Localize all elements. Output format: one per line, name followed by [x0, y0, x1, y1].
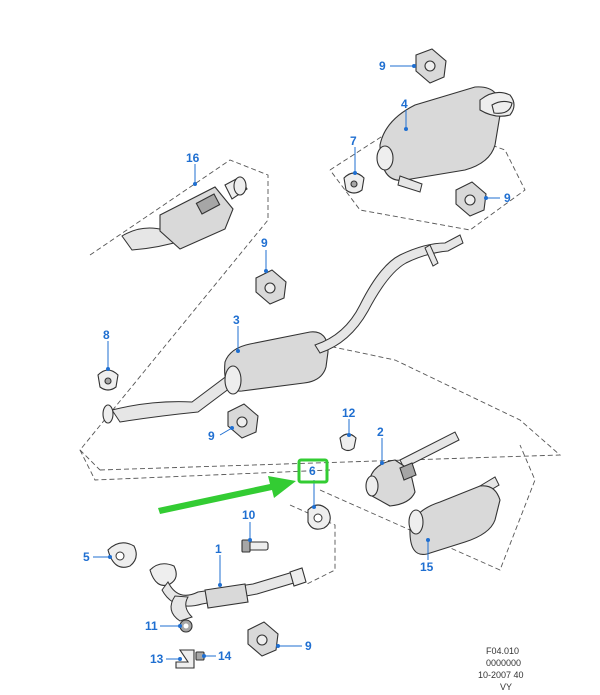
part-11-nut [179, 619, 193, 633]
callout-7: 7 [350, 134, 357, 148]
footer-line-3: 10-2007 40 [478, 670, 524, 680]
part-8-clamp [97, 369, 119, 391]
callout-9-bottom: 9 [305, 639, 312, 653]
callout-9-top: 9 [379, 59, 386, 73]
callout-3: 3 [233, 313, 240, 327]
callout-8: 8 [103, 328, 110, 342]
callout-10: 10 [242, 508, 256, 522]
callout-9-left: 9 [208, 429, 215, 443]
footer-line-1: F04.010 [486, 646, 519, 656]
footer-line-2: 0000000 [486, 658, 521, 668]
callout-6: 6 [309, 464, 316, 478]
part-12-clamp [339, 433, 357, 452]
part-1-downpipe [149, 563, 307, 622]
part-2-front-pipe-converter [365, 431, 460, 507]
part-6-gasket [307, 504, 331, 530]
callout-9-mid: 9 [261, 236, 268, 250]
callout-11: 11 [145, 619, 158, 633]
callout-16: 16 [186, 151, 200, 165]
callout-2: 2 [377, 425, 384, 439]
callout-4: 4 [401, 97, 408, 111]
callout-1: 1 [215, 542, 222, 556]
part-5-gasket [107, 542, 137, 568]
callouts: 16 9 4 7 9 9 3 8 9 1 [83, 59, 511, 666]
callout-14: 14 [218, 649, 232, 663]
callout-5: 5 [83, 550, 90, 564]
callout-15: 15 [420, 560, 434, 574]
part-10-bolt [241, 539, 269, 553]
callout-9-muffler: 9 [504, 191, 511, 205]
part-9-hanger-muffler [455, 181, 487, 217]
part-15-particulate-filter [408, 476, 501, 556]
part-9-hanger-left [227, 403, 259, 439]
part-9-hanger-top [415, 48, 447, 84]
part-13-bracket [175, 649, 195, 669]
part-4-rear-muffler [376, 86, 515, 193]
highlight-marker [158, 458, 329, 514]
part-16-catalytic-converter [121, 176, 248, 251]
part-9-hanger-bottom [247, 621, 279, 657]
arrow-right-icon [158, 476, 296, 514]
part-7-clamp [343, 172, 365, 194]
part-3-intermediate-pipe [102, 234, 464, 424]
part-9-hanger-mid [255, 269, 287, 305]
callout-12: 12 [342, 406, 356, 420]
footer-line-4: VY [500, 682, 512, 692]
highlight-box [297, 458, 329, 484]
callout-13: 13 [150, 652, 164, 666]
footer-reference: F04.010 0000000 10-2007 40 VY [478, 646, 524, 692]
